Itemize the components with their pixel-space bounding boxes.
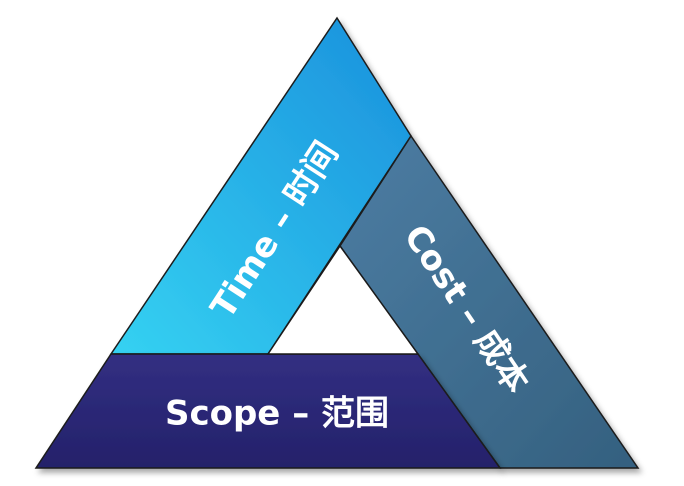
scope-label: Scope – 范围	[165, 394, 389, 434]
inner-triangle	[266, 244, 420, 355]
